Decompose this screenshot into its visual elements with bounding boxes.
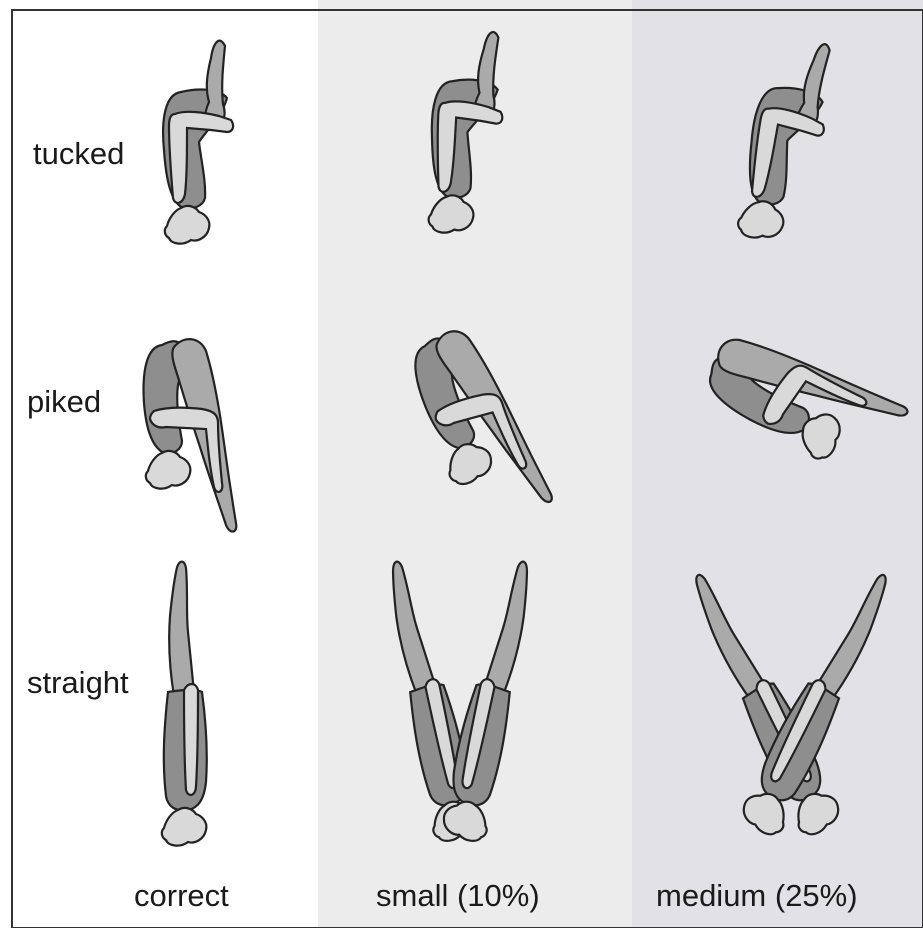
column-label-small: small (10%) (376, 880, 540, 911)
column-label-medium: medium (25%) (656, 880, 858, 911)
row-label-piked: piked (27, 386, 101, 417)
row-label-straight: straight (27, 667, 129, 698)
row-label-tucked: tucked (33, 138, 124, 169)
column-label-correct: correct (134, 880, 229, 911)
